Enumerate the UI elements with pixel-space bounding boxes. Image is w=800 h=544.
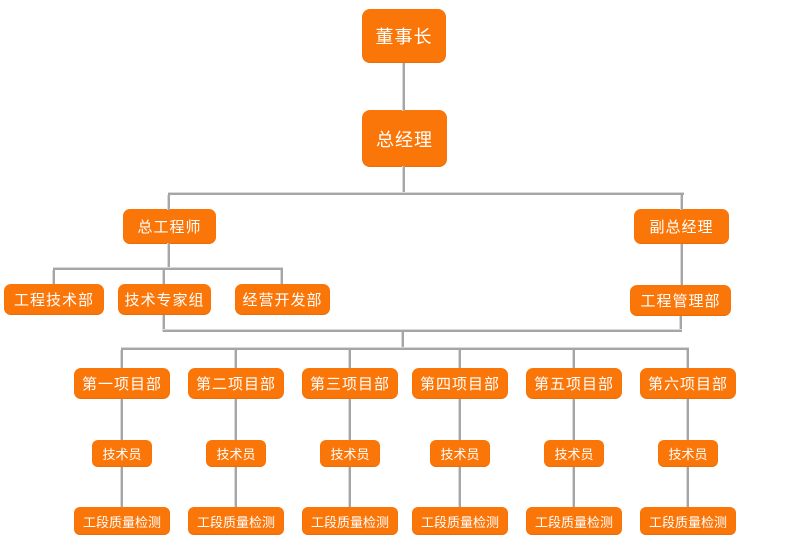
connector-bus4 xyxy=(121,348,689,350)
node-project-dept-5: 第五项目部 xyxy=(526,368,622,399)
connector-deputy-engmgmt xyxy=(681,244,683,285)
connector-bus1-chief xyxy=(168,195,170,210)
node-project-dept-3: 第三项目部 xyxy=(302,368,398,399)
connector-bus1 xyxy=(168,193,684,195)
node-technician-3: 技术员 xyxy=(320,440,380,467)
node-technical-expert-group: 技术专家组 xyxy=(118,284,211,315)
node-project-dept-1: 第一项目部 xyxy=(74,368,170,399)
node-technician-6: 技术员 xyxy=(658,440,718,467)
connector-chief-bus2 xyxy=(168,243,170,270)
connector-project-technician-2 xyxy=(235,399,237,440)
connector-bus4-project-1 xyxy=(121,350,123,368)
node-project-dept-4: 第四项目部 xyxy=(412,368,508,399)
connector-engmgmt-bus3 xyxy=(680,316,682,332)
node-engineering-management-dept: 工程管理部 xyxy=(630,285,731,316)
node-technician-1: 技术员 xyxy=(92,440,152,467)
connector-project-technician-3 xyxy=(349,399,351,440)
node-project-dept-2: 第二项目部 xyxy=(188,368,284,399)
node-quality-inspection-5: 工段质量检测 xyxy=(526,507,622,535)
connector-technician-inspection-6 xyxy=(687,467,689,507)
connector-project-technician-5 xyxy=(573,399,575,440)
connector-bus4-project-4 xyxy=(459,350,461,368)
node-chief-engineer: 总工程师 xyxy=(123,209,216,244)
connector-technician-inspection-1 xyxy=(121,467,123,507)
connector-expert-bus3 xyxy=(163,315,165,332)
connector-bus3-bus4 xyxy=(402,332,404,350)
connector-bus3 xyxy=(163,330,682,332)
node-technician-4: 技术员 xyxy=(430,440,490,467)
node-chairman: 董事长 xyxy=(362,9,446,63)
connector-technician-inspection-2 xyxy=(235,467,237,507)
connector-project-technician-4 xyxy=(459,399,461,440)
node-quality-inspection-4: 工段质量检测 xyxy=(412,507,508,535)
connector-bus2-engtech xyxy=(53,270,55,284)
node-business-development-dept: 经营开发部 xyxy=(235,284,330,315)
node-project-dept-6: 第六项目部 xyxy=(640,368,736,399)
connector-chairman-gm xyxy=(403,63,405,111)
connector-bus2 xyxy=(53,268,283,270)
connector-technician-inspection-3 xyxy=(349,467,351,507)
connector-project-technician-6 xyxy=(687,399,689,440)
connector-bus4-project-2 xyxy=(235,350,237,368)
node-engineering-technology-dept: 工程技术部 xyxy=(4,284,104,315)
connector-project-technician-1 xyxy=(121,399,123,440)
connector-bus4-project-3 xyxy=(349,350,351,368)
node-quality-inspection-3: 工段质量检测 xyxy=(302,507,398,535)
connector-gm-bus1 xyxy=(403,166,405,195)
connector-technician-inspection-5 xyxy=(573,467,575,507)
connector-bus4-project-6 xyxy=(687,350,689,368)
node-general-manager: 总经理 xyxy=(362,110,447,167)
connector-bus1-deputy xyxy=(681,195,683,210)
node-deputy-general-manager: 副总经理 xyxy=(634,209,729,244)
node-quality-inspection-6: 工段质量检测 xyxy=(640,507,736,535)
connector-bus4-project-5 xyxy=(573,350,575,368)
node-technician-5: 技术员 xyxy=(544,440,604,467)
node-technician-2: 技术员 xyxy=(206,440,266,467)
connector-bus2-expert xyxy=(163,270,165,284)
connector-technician-inspection-4 xyxy=(459,467,461,507)
connector-bus2-bizdev xyxy=(281,270,283,284)
node-quality-inspection-1: 工段质量检测 xyxy=(74,507,170,535)
node-quality-inspection-2: 工段质量检测 xyxy=(188,507,284,535)
